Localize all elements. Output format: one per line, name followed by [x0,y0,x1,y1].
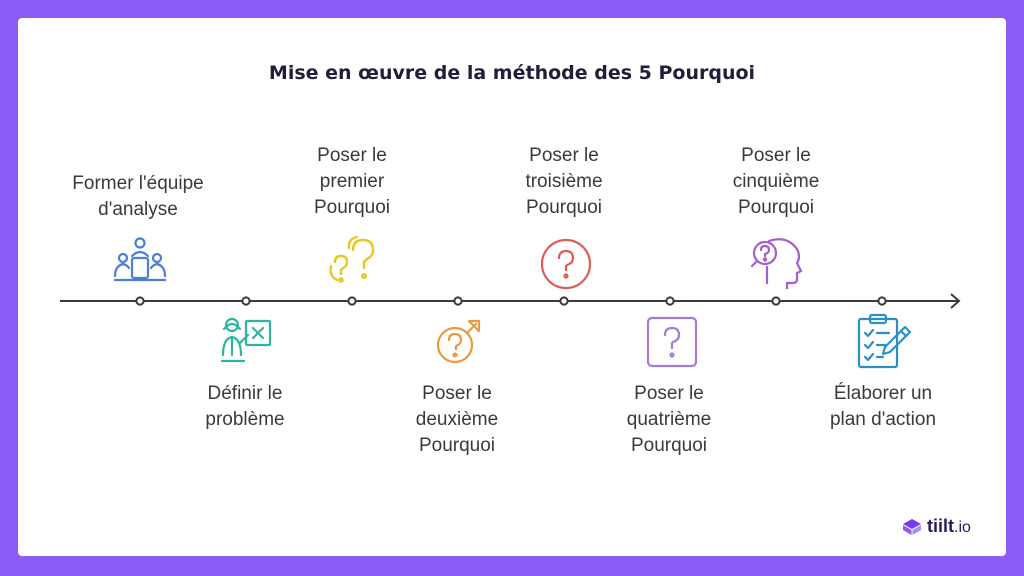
timeline-marker-1 [135,296,145,306]
brand-logo: tiilt.io [902,516,971,537]
logo-tld-text: .io [954,519,971,536]
diagram-title: Mise en œuvre de la méthode des 5 Pourqu… [268,62,756,84]
timeline-marker-6 [665,296,675,306]
checklist-pencil-icon [857,313,912,369]
presenter-board-icon [220,317,272,363]
question-circle-arrow-icon [436,319,481,364]
timeline-marker-3 [347,296,357,306]
double-question-icon [329,236,375,283]
timeline-marker-8 [877,296,887,306]
timeline-arrowhead [950,293,961,309]
question-circle-icon [540,238,592,290]
timeline-marker-2 [241,296,251,306]
timeline-marker-7 [771,296,781,306]
diagram-card [18,18,1006,556]
team-meeting-icon [113,237,167,282]
timeline-marker-4 [453,296,463,306]
head-question-icon [750,238,803,289]
question-square-icon [646,316,698,368]
timeline-marker-5 [559,296,569,306]
tiilt-logo-icon [903,518,921,535]
logo-brand-text: tiilt [927,516,954,536]
